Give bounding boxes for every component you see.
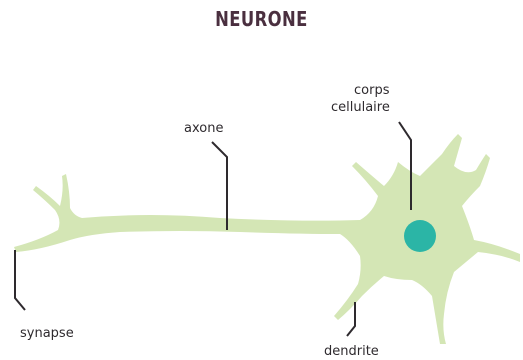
nucleus — [404, 220, 436, 252]
axon-label: axone — [184, 120, 223, 137]
synapse-leader-line — [15, 250, 25, 310]
synapse-label: synapse — [20, 325, 74, 342]
neuron-shape — [14, 134, 520, 344]
dendrite-label: dendrite — [324, 343, 379, 360]
cell-body-label-line2: cellulaire — [331, 99, 390, 116]
cell-body-label-line1: corps — [354, 82, 389, 99]
axon-leader-line — [212, 142, 227, 230]
